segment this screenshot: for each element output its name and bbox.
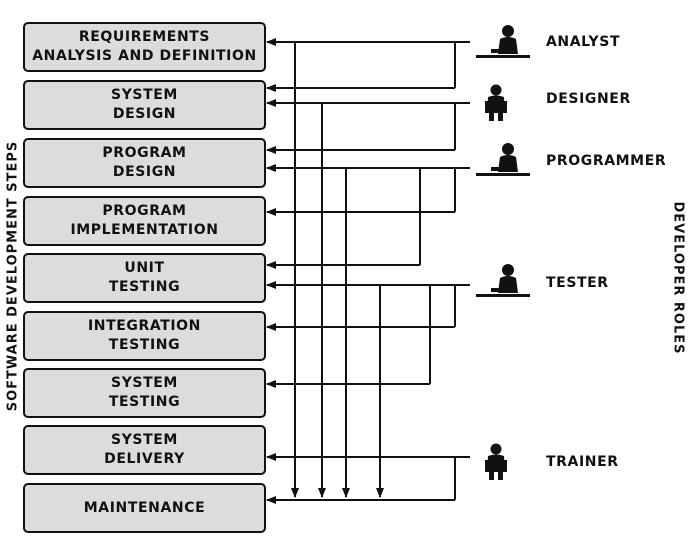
step-label: REQUIREMENTS ANALYSIS AND DEFINITION xyxy=(32,29,257,64)
roles-axis-title: DEVELOPER ROLES xyxy=(670,201,686,355)
role-label-designer: DESIGNER xyxy=(546,91,631,107)
step-label: SYSTEM DESIGN xyxy=(111,87,178,122)
step-label: PROGRAM DESIGN xyxy=(102,145,187,180)
step-label: INTEGRATION TESTING xyxy=(87,318,202,353)
standing-person-icon xyxy=(485,443,507,480)
step-box-system-delivery: SYSTEM DELIVERY xyxy=(23,425,266,475)
step-box-program-implementation: PROGRAM IMPLEMENTATION xyxy=(23,196,266,246)
seated-person-at-desk-icon xyxy=(476,264,530,297)
role-label-programmer: PROGRAMMER xyxy=(546,153,667,169)
step-label: MAINTENANCE xyxy=(83,499,206,516)
step-box-system-testing: SYSTEM TESTING xyxy=(23,368,266,418)
seated-person-at-desk-icon xyxy=(476,25,530,58)
step-label: UNIT TESTING xyxy=(108,260,181,295)
role-label-trainer: TRAINER xyxy=(546,454,619,470)
step-box-integration-testing: INTEGRATION TESTING xyxy=(23,311,266,361)
seated-person-at-desk-icon xyxy=(476,143,530,176)
role-label-analyst: ANALYST xyxy=(546,34,621,50)
step-box-maintenance: MAINTENANCE xyxy=(23,483,266,533)
step-box-unit-testing: UNIT TESTING xyxy=(23,253,266,303)
step-label: PROGRAM IMPLEMENTATION xyxy=(70,203,219,238)
step-box-program-design: PROGRAM DESIGN xyxy=(23,138,266,188)
step-label: SYSTEM DELIVERY xyxy=(104,432,185,467)
step-box-requirements: REQUIREMENTS ANALYSIS AND DEFINITION xyxy=(23,22,266,72)
step-label: SYSTEM TESTING xyxy=(108,375,181,410)
step-box-system-design: SYSTEM DESIGN xyxy=(23,80,266,130)
role-label-tester: TESTER xyxy=(546,275,609,291)
standing-person-icon xyxy=(485,84,507,121)
steps-axis-title: SOFTWARE DEVELOPMENT STEPS xyxy=(5,140,21,412)
